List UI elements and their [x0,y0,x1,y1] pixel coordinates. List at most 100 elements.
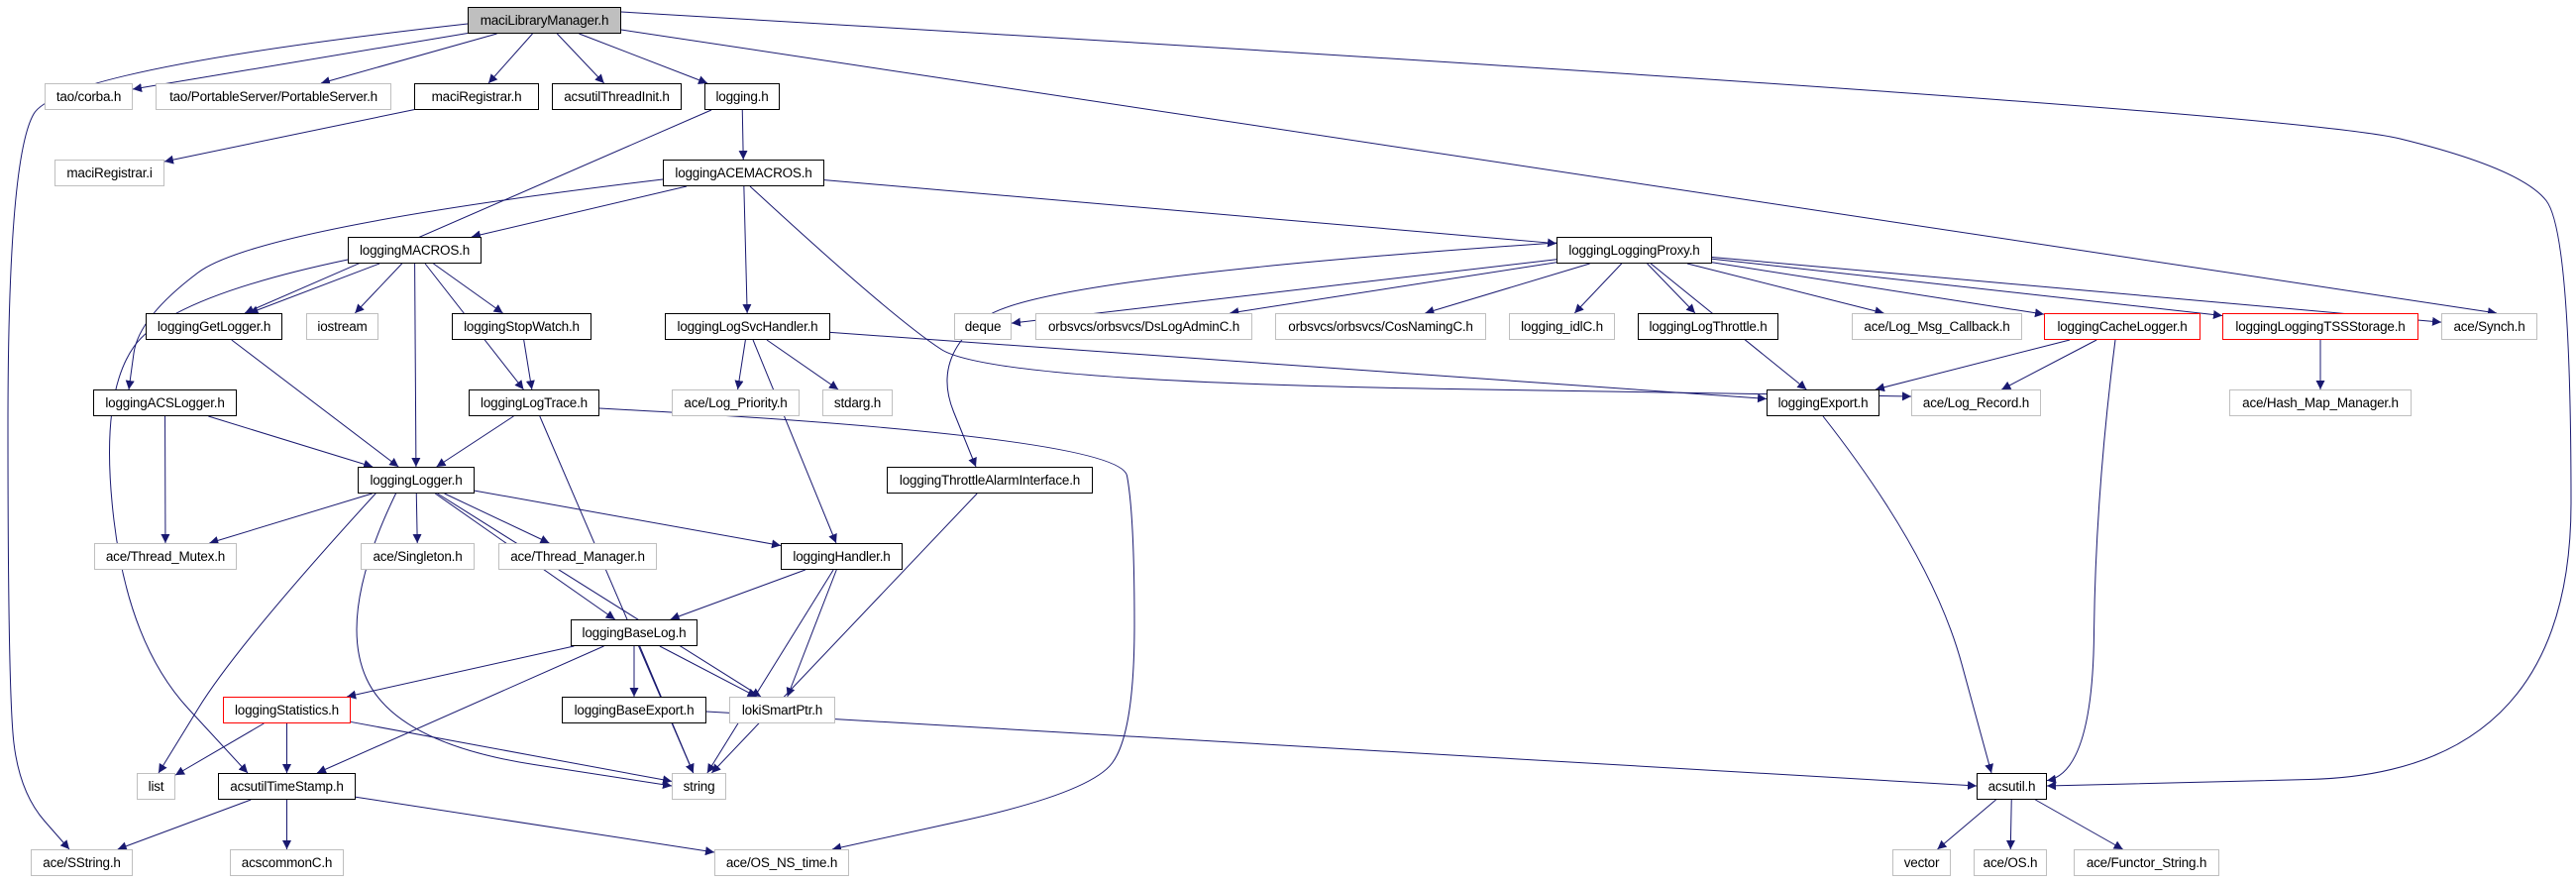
node-label: loggingMACROS.h [359,243,471,258]
graph-node-deque: deque [954,313,1012,340]
node-label: ace/Synch.h [2453,319,2525,334]
graph-node-loggingGetLogger[interactable]: loggingGetLogger.h [146,313,282,340]
graph-node-loggingACSLogger[interactable]: loggingACSLogger.h [93,389,237,416]
node-label: loggingStopWatch.h [464,319,580,334]
graph-node-maciRegistrar_h[interactable]: maciRegistrar.h [414,83,539,110]
include-edge-loggingACEMACROS-to-loggingACSLogger [125,178,664,390]
include-edge-loggingLoggingProxy-to-loggingCacheLogger [1711,262,2045,318]
include-edge-loggingCacheLogger-to-Log_Record [2001,339,2097,390]
node-label: orbsvcs/orbsvcs/DsLogAdminC.h [1047,319,1240,334]
graph-node-loggingStatistics[interactable]: loggingStatistics.h [223,697,351,723]
node-label: deque [964,319,1002,334]
include-edge-acsutil-to-ace_OS [2005,799,2015,850]
include-edge-loggingLogTrace-to-loggingLogger [436,415,514,468]
node-label: maciRegistrar.h [431,89,522,104]
node-label: tao/PortableServer/PortableServer.h [169,89,377,104]
node-label: loggingLogSvcHandler.h [677,319,818,334]
node-label: loggingStatistics.h [234,703,339,717]
node-label: logging.h [715,89,769,104]
include-edge-loggingCacheLogger-to-acsutil [2046,339,2116,784]
graph-node-maciLibraryManager: maciLibraryManager.h [468,7,621,34]
graph-node-list: list [137,773,175,800]
node-label: ace/Hash_Map_Manager.h [2242,395,2399,410]
node-label: loggingHandler.h [793,549,891,564]
graph-node-tao_PortableServer: tao/PortableServer/PortableServer.h [156,83,391,110]
include-edge-maciLibraryManager-to-acsutilThreadInit [556,33,605,84]
include-edge-loggingStatistics-to-list [174,722,265,776]
graph-node-loggingStopWatch[interactable]: loggingStopWatch.h [452,313,591,340]
include-edge-loggingHandler-to-string [706,569,834,774]
graph-node-SString: ace/SString.h [31,849,133,876]
graph-node-ace_OS: ace/OS.h [1974,849,2047,876]
node-label: list [148,779,164,794]
graph-node-iostream: iostream [306,313,378,340]
graph-node-loggingBaseExport[interactable]: loggingBaseExport.h [562,697,706,723]
include-edge-loggingMACROS-to-loggingLogger [411,263,421,468]
graph-node-loggingLoggingProxy[interactable]: loggingLoggingProxy.h [1556,237,1712,264]
graph-node-Thread_Mutex: ace/Thread_Mutex.h [94,543,237,570]
node-label: acsutilTimeStamp.h [230,779,344,794]
node-label: ace/Log_Record.h [1922,395,2030,410]
node-label: loggingLoggingProxy.h [1568,243,1700,258]
node-label: acsutilThreadInit.h [564,89,670,104]
include-edge-acsutilTimeStamp-to-OS_NS_time [355,796,715,856]
include-edge-loggingACEMACROS-to-loggingLogSvcHandler [742,185,752,314]
node-label: ace/OS.h [1983,855,2038,870]
include-edge-loggingLoggingProxy-to-Log_Msg_Callback [1686,263,1884,316]
node-label: stdarg.h [833,395,882,410]
node-label: loggingLogThrottle.h [1649,319,1768,334]
node-label: loggingLoggingTSSStorage.h [2235,319,2406,334]
graph-node-CosNamingC: orbsvcs/orbsvcs/CosNamingC.h [1275,313,1486,340]
node-label: loggingBaseLog.h [582,625,687,640]
include-edge-loggingACEMACROS-to-loggingLoggingProxy [823,179,1557,248]
include-edge-loggingLogger-to-list [158,492,377,774]
include-edge-loggingLoggingProxy-to-CosNamingC [1425,263,1590,315]
graph-node-logging_idlC: logging_idlC.h [1509,313,1615,340]
node-label: loggingACEMACROS.h [675,166,812,180]
include-edge-loggingMACROS-to-loggingGetLogger [249,263,380,315]
graph-node-loggingMACROS[interactable]: loggingMACROS.h [348,237,482,264]
graph-node-loggingCacheLogger[interactable]: loggingCacheLogger.h [2044,313,2200,340]
include-edge-maciLibraryManager-to-tao_PortableServer [320,33,497,85]
include-edge-loggingLogger-to-lokiSmartPtr [437,493,762,698]
include-edge-loggingStopWatch-to-loggingLogTrace [523,339,535,390]
node-label: maciLibraryManager.h [480,13,609,28]
graph-node-maciRegistrar_i: maciRegistrar.i [54,160,164,186]
include-edge-maciLibraryManager-to-logging_h [579,33,708,84]
include-edge-loggingLoggingProxy-to-loggingLogThrottle [1647,263,1696,314]
graph-node-tao_corba: tao/corba.h [45,83,133,110]
graph-node-loggingACEMACROS[interactable]: loggingACEMACROS.h [663,160,824,186]
graph-node-loggingLogThrottle[interactable]: loggingLogThrottle.h [1638,313,1778,340]
graph-node-Log_Msg_Callback: ace/Log_Msg_Callback.h [1852,313,2022,340]
include-edge-acsutilTimeStamp-to-SString [117,799,252,851]
node-label: maciRegistrar.i [66,166,153,180]
node-label: ace/Log_Priority.h [684,395,788,410]
graph-node-acsutilTimeStamp[interactable]: acsutilTimeStamp.h [218,773,356,800]
node-label: loggingBaseExport.h [574,703,695,717]
include-edge-loggingLoggingProxy-to-loggingLoggingTSSStorage [1711,258,2223,319]
include-edge-maciLibraryManager-to-SString [7,23,469,850]
include-edge-loggingACSLogger-to-loggingLogger [208,415,374,469]
node-label: iostream [317,319,368,334]
graph-node-DsLogAdminC: orbsvcs/orbsvcs/DsLogAdminC.h [1035,313,1252,340]
include-edge-loggingLoggingProxy-to-DsLogAdminC [1230,262,1557,317]
graph-node-loggingLoggingTSSStorage[interactable]: loggingLoggingTSSStorage.h [2222,313,2418,340]
include-edge-loggingLogger-to-loggingHandler [474,490,782,549]
graph-node-loggingThrottleAlarmInterface[interactable]: loggingThrottleAlarmInterface.h [887,467,1093,494]
node-label: orbsvcs/orbsvcs/CosNamingC.h [1288,319,1473,334]
include-edge-loggingLogger-to-Singleton [412,493,422,544]
include-edge-loggingLoggingProxy-to-logging_idlC [1573,263,1623,314]
graph-node-loggingLogTrace[interactable]: loggingLogTrace.h [469,389,599,416]
graph-node-loggingLogger[interactable]: loggingLogger.h [358,467,475,494]
graph-node-loggingExport[interactable]: loggingExport.h [1767,389,1879,416]
graph-node-acsutil[interactable]: acsutil.h [1977,773,2047,800]
include-edge-loggingHandler-to-loggingBaseLog [670,569,805,621]
graph-node-loggingHandler[interactable]: loggingHandler.h [781,543,903,570]
graph-node-Hash_Map_Manager: ace/Hash_Map_Manager.h [2229,389,2412,416]
graph-node-loggingLogSvcHandler[interactable]: loggingLogSvcHandler.h [665,313,830,340]
graph-node-logging_h[interactable]: logging.h [704,83,780,110]
graph-node-loggingBaseLog[interactable]: loggingBaseLog.h [571,619,698,646]
graph-node-acsutilThreadInit[interactable]: acsutilThreadInit.h [552,83,682,110]
include-edge-maciLibraryManager-to-tao_corba [132,32,469,93]
